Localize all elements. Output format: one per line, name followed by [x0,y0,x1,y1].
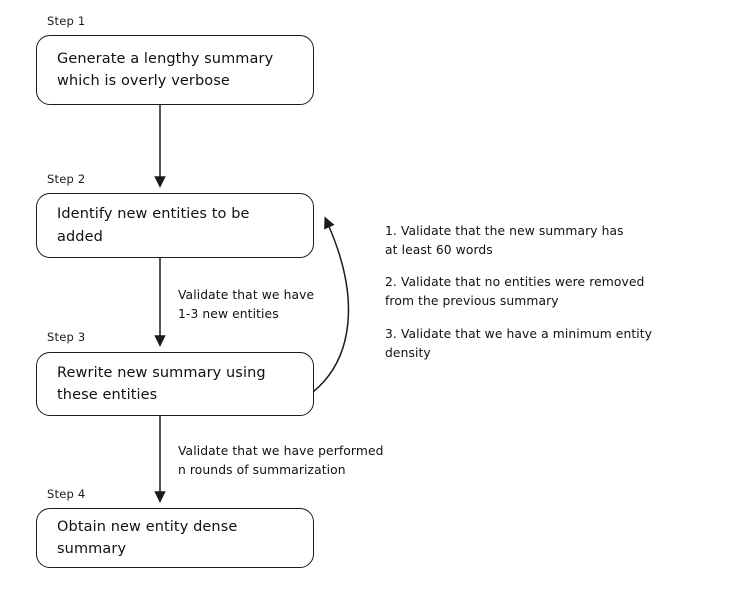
edge-label-validate-rounds: Validate that we have performed n rounds… [178,444,384,478]
connector-feedback-loop [312,216,350,393]
validation-item-1: 1. Validate that the new summary has at … [385,224,624,258]
step-label-3: Step 3 [47,330,86,344]
edge-label-validate-new-entities: Validate that we have 1-3 new entities [178,288,315,322]
node-step-4[interactable]: Obtain new entity dense summary [36,508,314,568]
step-label-4: Step 4 [47,487,86,501]
step-label-2: Step 2 [47,172,86,186]
node-step-1[interactable]: Generate a lengthy summary which is over… [36,35,314,105]
validation-item-2: 2. Validate that no entities were remove… [385,275,645,309]
node-step-4-text: Obtain new entity dense summary [57,518,238,557]
node-step-1-text: Generate a lengthy summary which is over… [57,50,274,89]
step-label-1: Step 1 [47,14,86,28]
validation-item-3: 3. Validate that we have a minimum entit… [385,327,653,361]
node-step-3-text: Rewrite new summary using these entities [57,364,266,403]
node-step-3[interactable]: Rewrite new summary using these entities [36,352,314,416]
node-step-2[interactable]: Identify new entities to be added [36,193,314,258]
node-step-2-text: Identify new entities to be added [57,206,250,245]
